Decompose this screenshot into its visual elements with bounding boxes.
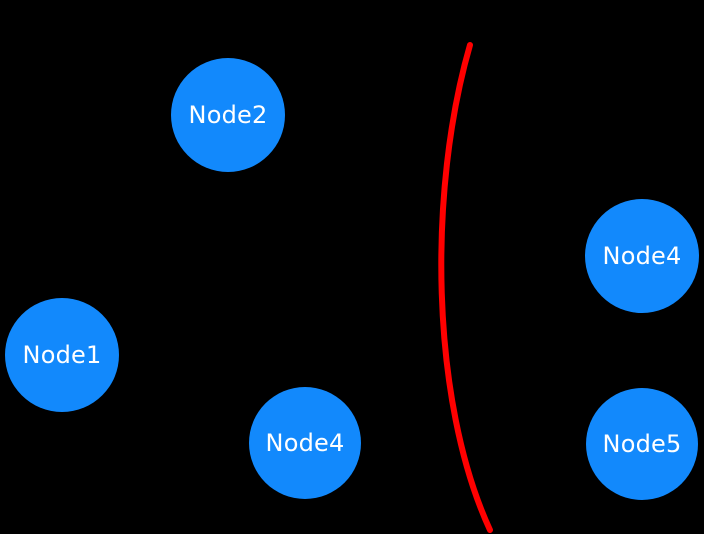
- node-label: Node4: [602, 242, 682, 270]
- node-node5[interactable]: Node5: [586, 388, 698, 500]
- red-boundary-curve: [438, 42, 493, 533]
- node-node2[interactable]: Node2: [171, 58, 285, 172]
- node-node4-right[interactable]: Node4: [585, 199, 699, 313]
- node-node4-bottom[interactable]: Node4: [249, 387, 361, 499]
- node-label: Node1: [22, 341, 102, 369]
- node-node1[interactable]: Node1: [5, 298, 119, 412]
- node-label: Node4: [265, 429, 345, 457]
- node-label: Node2: [188, 101, 268, 129]
- node-label: Node5: [602, 430, 682, 458]
